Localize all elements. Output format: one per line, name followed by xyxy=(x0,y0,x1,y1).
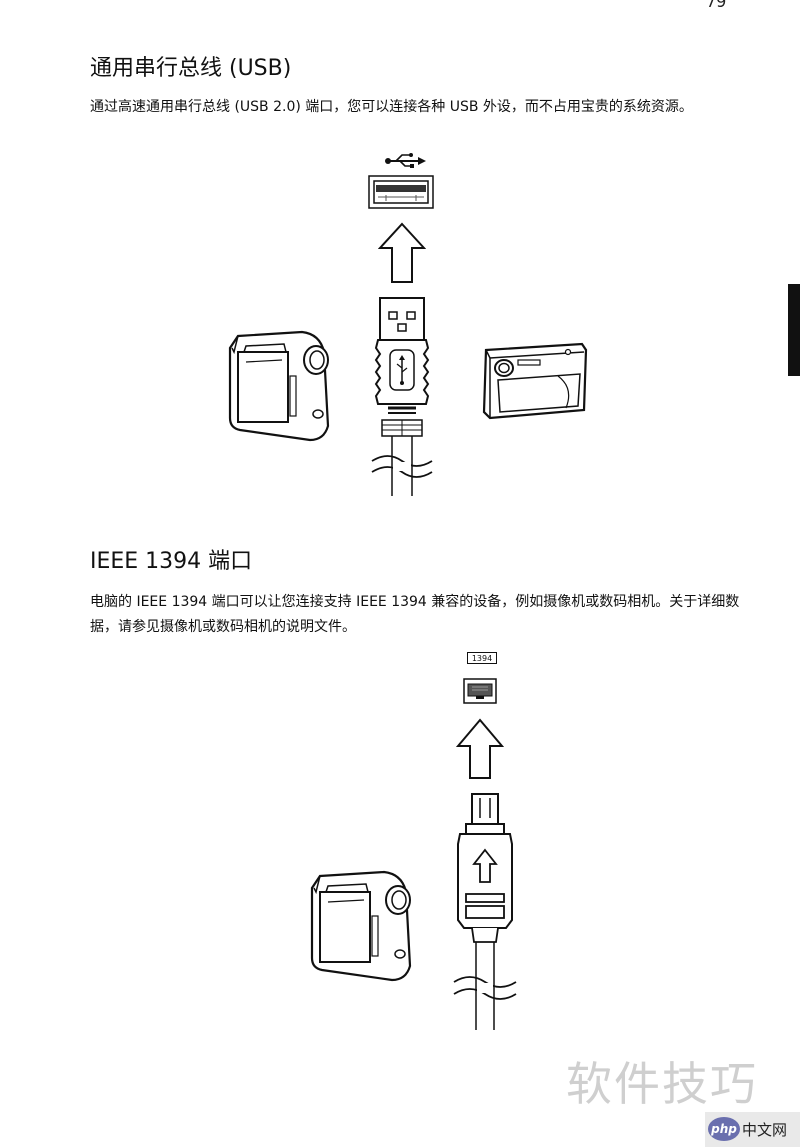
up-arrow-icon xyxy=(378,222,426,283)
ieee1394-plug-icon xyxy=(453,793,517,1030)
up-arrow-icon xyxy=(456,718,504,779)
camcorder-icon xyxy=(228,330,330,442)
watermark-site-name: 中文网 xyxy=(742,1121,788,1139)
usb-section-title: 通用串行总线 (USB) xyxy=(90,56,292,81)
page-number: 79 xyxy=(706,0,727,11)
ieee1394-section-title: IEEE 1394 端口 xyxy=(90,549,253,574)
digital-camera-icon xyxy=(482,342,588,420)
ieee1394-port-label: 1394 xyxy=(472,654,492,663)
camcorder-icon xyxy=(310,870,412,982)
usb-plug-icon xyxy=(371,297,433,496)
ieee1394-section-description: 电脑的 IEEE 1394 端口可以让您连接支持 IEEE 1394 兼容的设备… xyxy=(90,594,740,635)
ieee1394-port-icon xyxy=(463,678,497,704)
php-logo-icon: php xyxy=(708,1117,740,1141)
usb-port-icon xyxy=(368,175,434,209)
usb-section-description: 通过高速通用串行总线 (USB 2.0) 端口，您可以连接各种 USB 外设，而… xyxy=(90,99,693,115)
usb-symbol-icon xyxy=(385,153,426,168)
section-tab-marker xyxy=(788,284,800,376)
watermark-text: 软件技巧 xyxy=(566,1057,758,1111)
ieee1394-label-icon: 1394 xyxy=(467,652,497,664)
